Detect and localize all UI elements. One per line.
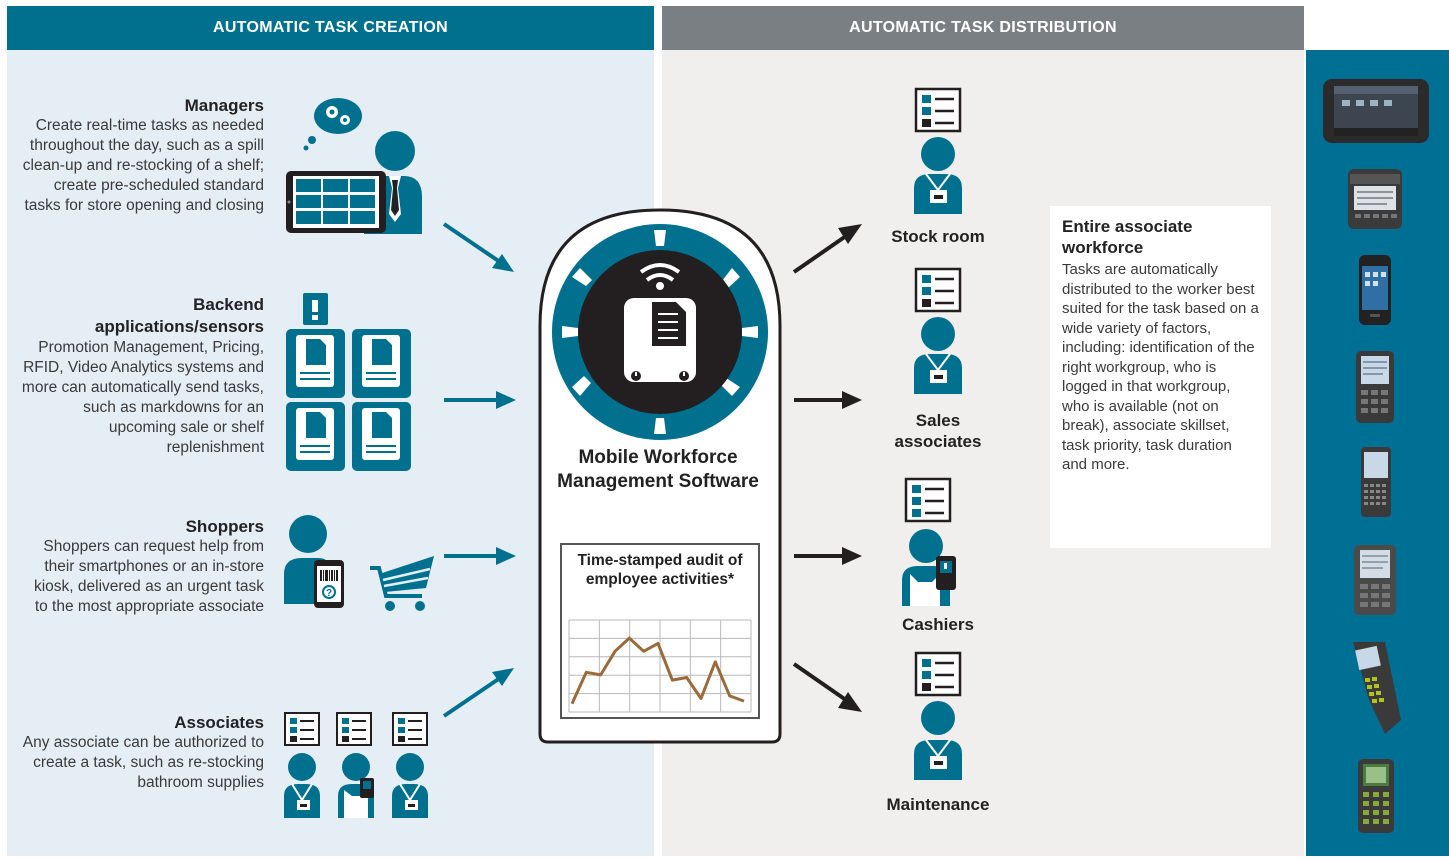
svg-text:?: ? xyxy=(326,588,332,599)
role-sales-associates: Sales associates xyxy=(894,411,982,451)
manager-with-tablet-icon xyxy=(286,98,422,234)
rugged-keypad-device-icon xyxy=(1358,759,1394,833)
backend-description: Backend applications/sensors Promotion M… xyxy=(20,294,264,458)
sales-associate-icon xyxy=(914,267,962,394)
backend-title: Backend applications/sensors xyxy=(94,295,264,336)
audit-activity-line xyxy=(570,636,745,705)
task-creation-header: AUTOMATIC TASK CREATION xyxy=(7,6,654,50)
audit-line-chart xyxy=(568,619,752,713)
associates-description: Associates Any associate can be authoriz… xyxy=(20,713,264,793)
workforce-callout-title: Entire associate workforce xyxy=(1062,217,1193,257)
qwerty-handheld-device-icon xyxy=(1361,447,1391,517)
arrow-associates-to-software xyxy=(442,668,514,718)
managers-description: Managers Create real-time tasks as neede… xyxy=(20,96,264,216)
smartphone-device-icon xyxy=(1359,255,1391,325)
associates-body: Any associate can be authorized to creat… xyxy=(22,734,264,791)
arrow-software-to-cashiers xyxy=(794,547,862,565)
shoppers-body: Shoppers can request help from their sma… xyxy=(33,538,264,615)
backend-body: Promotion Management, Pricing, RFID, Vid… xyxy=(21,339,264,456)
audit-chart-title: Time-stamped audit of employee activitie… xyxy=(577,552,743,588)
arrow-software-to-sales xyxy=(794,391,862,409)
handheld-computer-device-icon xyxy=(1356,351,1394,423)
audit-chart-card: Time-stamped audit of employee activitie… xyxy=(560,543,760,719)
arrow-shoppers-to-software xyxy=(444,547,516,565)
associates-group-icon xyxy=(284,712,428,818)
role-maintenance: Maintenance xyxy=(886,795,990,814)
managers-title: Managers xyxy=(184,96,264,115)
arrow-managers-to-software xyxy=(442,222,514,272)
workforce-callout: Entire associate workforce Tasks are aut… xyxy=(1050,206,1271,548)
role-stock-room: Stock room xyxy=(891,227,985,246)
shoppers-description: Shoppers Shoppers can request help from … xyxy=(20,517,264,617)
vehicle-mount-device-icon xyxy=(1348,169,1402,229)
cashier-icon xyxy=(902,477,956,606)
stock-room-worker-icon xyxy=(914,87,962,214)
workforce-callout-body: Tasks are automatically distributed to t… xyxy=(1062,261,1259,473)
role-cashiers: Cashiers xyxy=(902,615,974,634)
software-title: Mobile Workforce Management Software xyxy=(557,447,759,492)
arrow-software-to-stock-room xyxy=(792,224,862,274)
backend-sensors-icon xyxy=(286,293,411,471)
managers-body: Create real-time tasks as needed through… xyxy=(22,117,264,214)
rugged-handheld-device-icon xyxy=(1354,545,1396,615)
tablet-device-icon xyxy=(1323,79,1429,143)
shoppers-title: Shoppers xyxy=(185,517,264,536)
associates-title: Associates xyxy=(174,713,264,732)
task-distribution-header: AUTOMATIC TASK DISTRIBUTION xyxy=(662,6,1304,50)
gun-grip-scanner-device-icon xyxy=(1353,642,1401,734)
shopper-with-phone-icon: ? xyxy=(284,515,434,611)
arrow-backend-to-software xyxy=(444,391,516,409)
arrow-software-to-maintenance xyxy=(792,662,862,712)
maintenance-worker-icon xyxy=(914,651,962,780)
